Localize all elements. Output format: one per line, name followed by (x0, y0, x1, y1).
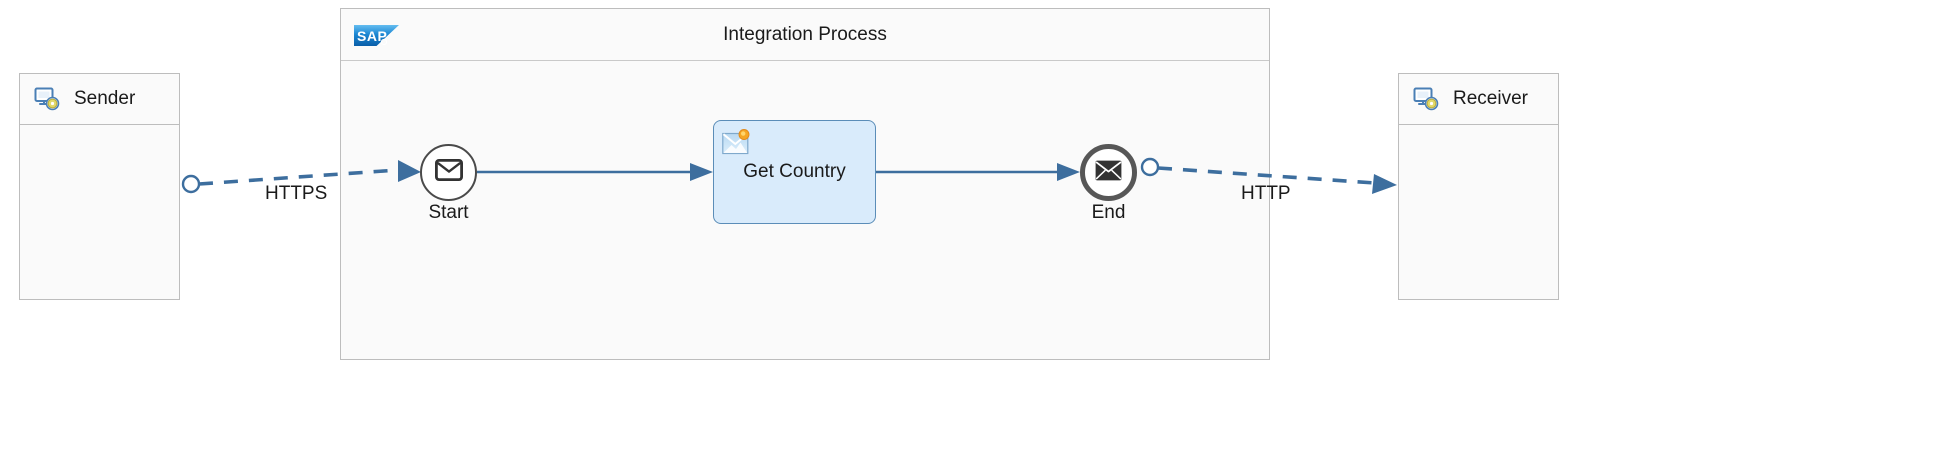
message-mapping-icon (722, 129, 753, 157)
receiver-participant[interactable]: Receiver (1398, 73, 1559, 300)
flow-label-http: HTTP (1241, 183, 1291, 204)
sap-logo-icon: SAP (354, 25, 399, 46)
end-message-event[interactable] (1080, 144, 1137, 201)
envelope-filled-icon (1095, 160, 1122, 186)
get-country-task[interactable]: Get Country (713, 120, 876, 224)
start-message-event[interactable] (420, 144, 477, 201)
receiver-label: Receiver (1453, 88, 1528, 109)
sender-label: Sender (74, 88, 136, 109)
sender-body (20, 125, 179, 299)
sender-system-icon (34, 87, 60, 111)
receiver-system-icon (1413, 87, 1439, 111)
receiver-body (1399, 125, 1558, 299)
start-event-label: Start (428, 202, 469, 223)
integration-process-title: Integration Process (723, 24, 887, 45)
get-country-task-label: Get Country (743, 161, 846, 182)
flow-label-https: HTTPS (265, 183, 328, 204)
receiver-header: Receiver (1399, 74, 1558, 125)
envelope-icon (434, 158, 463, 186)
end-event-label: End (1091, 202, 1126, 223)
sender-participant[interactable]: Sender (19, 73, 180, 300)
sender-header: Sender (20, 74, 179, 125)
svg-text:SAP: SAP (357, 28, 387, 44)
integration-process-header: SAP Integration Process (341, 9, 1269, 61)
